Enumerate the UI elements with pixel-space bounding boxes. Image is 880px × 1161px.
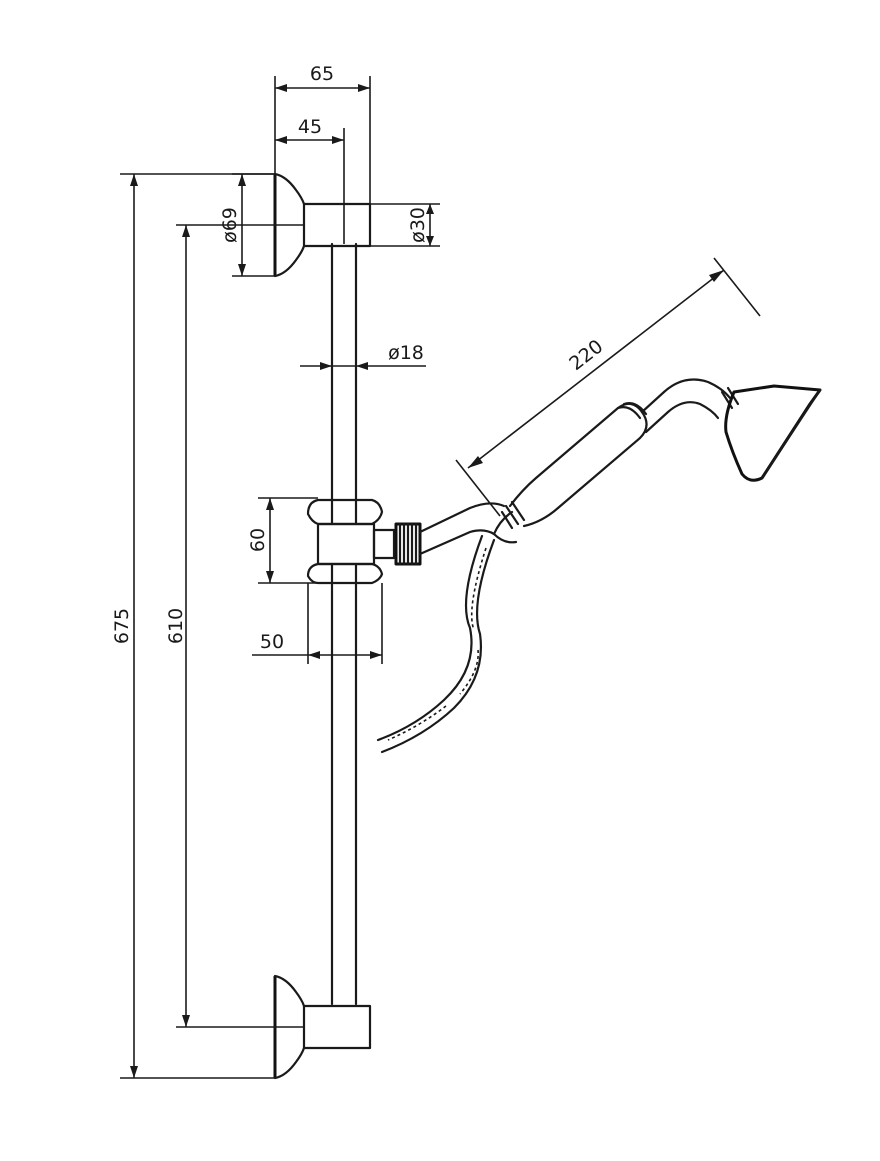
knurled-nut: [394, 522, 422, 566]
shower-hose: [376, 534, 496, 754]
dim-label-45: 45: [298, 116, 322, 138]
dim-label-rod: ø18: [388, 342, 424, 364]
slide-rail: [330, 242, 358, 1006]
dim-slider-height: 60: [247, 497, 318, 584]
dim-handset-length: 220: [455, 257, 761, 517]
dim-slider-width: 50: [252, 583, 383, 664]
dim-label-slider-width: 50: [260, 631, 284, 653]
dim-label-total-height: 675: [111, 608, 133, 644]
dim-label-handset: 220: [565, 335, 607, 375]
slider-block: [306, 498, 396, 585]
dim-bracket-spacing: 610: [165, 224, 304, 1028]
dim-total-height: 675: [111, 173, 275, 1079]
dim-width-45: 45: [275, 116, 345, 244]
dim-label-bracket-spacing: 610: [165, 608, 187, 644]
dim-label-holder: ø30: [407, 207, 429, 243]
dim-width-65: 65: [274, 63, 371, 204]
dim-label-65: 65: [310, 63, 334, 85]
shower-handset: [500, 378, 822, 530]
dim-rod-diameter: ø18: [300, 342, 426, 370]
dim-holder-diameter: ø30: [370, 203, 440, 247]
dim-label-slider-height: 60: [247, 528, 269, 552]
